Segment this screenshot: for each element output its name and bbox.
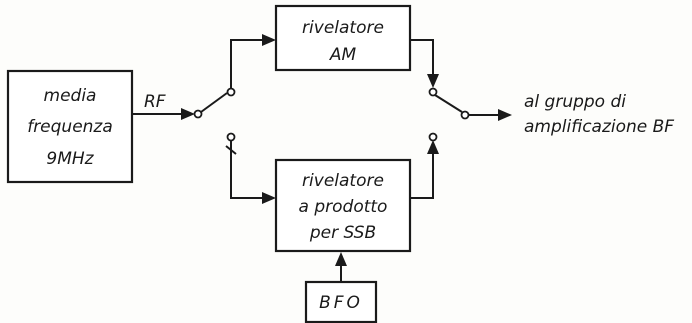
bfo-label: BFO xyxy=(319,293,363,313)
output-switch-contact-am xyxy=(428,87,438,97)
rivelatore-prodotto-line3: per SSB xyxy=(309,223,376,243)
media-frequenza-line1: media xyxy=(44,86,97,106)
media-frequenza-box xyxy=(6,69,134,184)
wire-bfo xyxy=(335,252,347,282)
input-wire xyxy=(132,108,195,120)
rivelatore-am-line2: AM xyxy=(329,45,357,65)
rivelatore-prodotto-line2: a prodotto xyxy=(299,197,388,217)
input-switch xyxy=(193,87,236,142)
wire-to-am xyxy=(230,34,276,88)
rivelatore-prodotto-box xyxy=(274,158,412,253)
rivelatore-prodotto-block: rivelatore a prodotto per SSB xyxy=(274,158,412,253)
output-switch xyxy=(428,87,470,142)
wire-from-ssb xyxy=(410,140,439,199)
rivelatore-am-box xyxy=(274,4,412,72)
rivelatore-am-line1: rivelatore xyxy=(302,18,384,38)
output-switch-pole xyxy=(460,110,470,120)
rivelatore-am-block: rivelatore AM xyxy=(274,4,412,72)
output-switch-blade xyxy=(434,94,463,113)
output-switch-contact-ssb xyxy=(428,132,438,142)
rivelatore-prodotto-line1: rivelatore xyxy=(302,171,384,191)
input-switch-blade xyxy=(200,92,228,113)
input-switch-contact-am xyxy=(226,87,236,97)
wire-to-ssb xyxy=(225,141,276,204)
media-frequenza-line3: 9MHz xyxy=(46,149,94,169)
wire-from-am xyxy=(410,39,439,88)
bfo-box xyxy=(304,280,378,323)
output-label-line2: amplificazione BF xyxy=(524,117,674,137)
media-frequenza-block: media frequenza 9MHz xyxy=(6,69,134,184)
input-switch-pole xyxy=(193,109,203,119)
input-switch-contact-ssb xyxy=(226,132,236,142)
rf-label: RF xyxy=(144,92,166,112)
media-frequenza-line2: frequenza xyxy=(27,117,113,137)
output-label-line1: al gruppo di xyxy=(524,92,626,112)
bfo-block: BFO xyxy=(304,280,378,323)
output-wire xyxy=(469,109,512,121)
